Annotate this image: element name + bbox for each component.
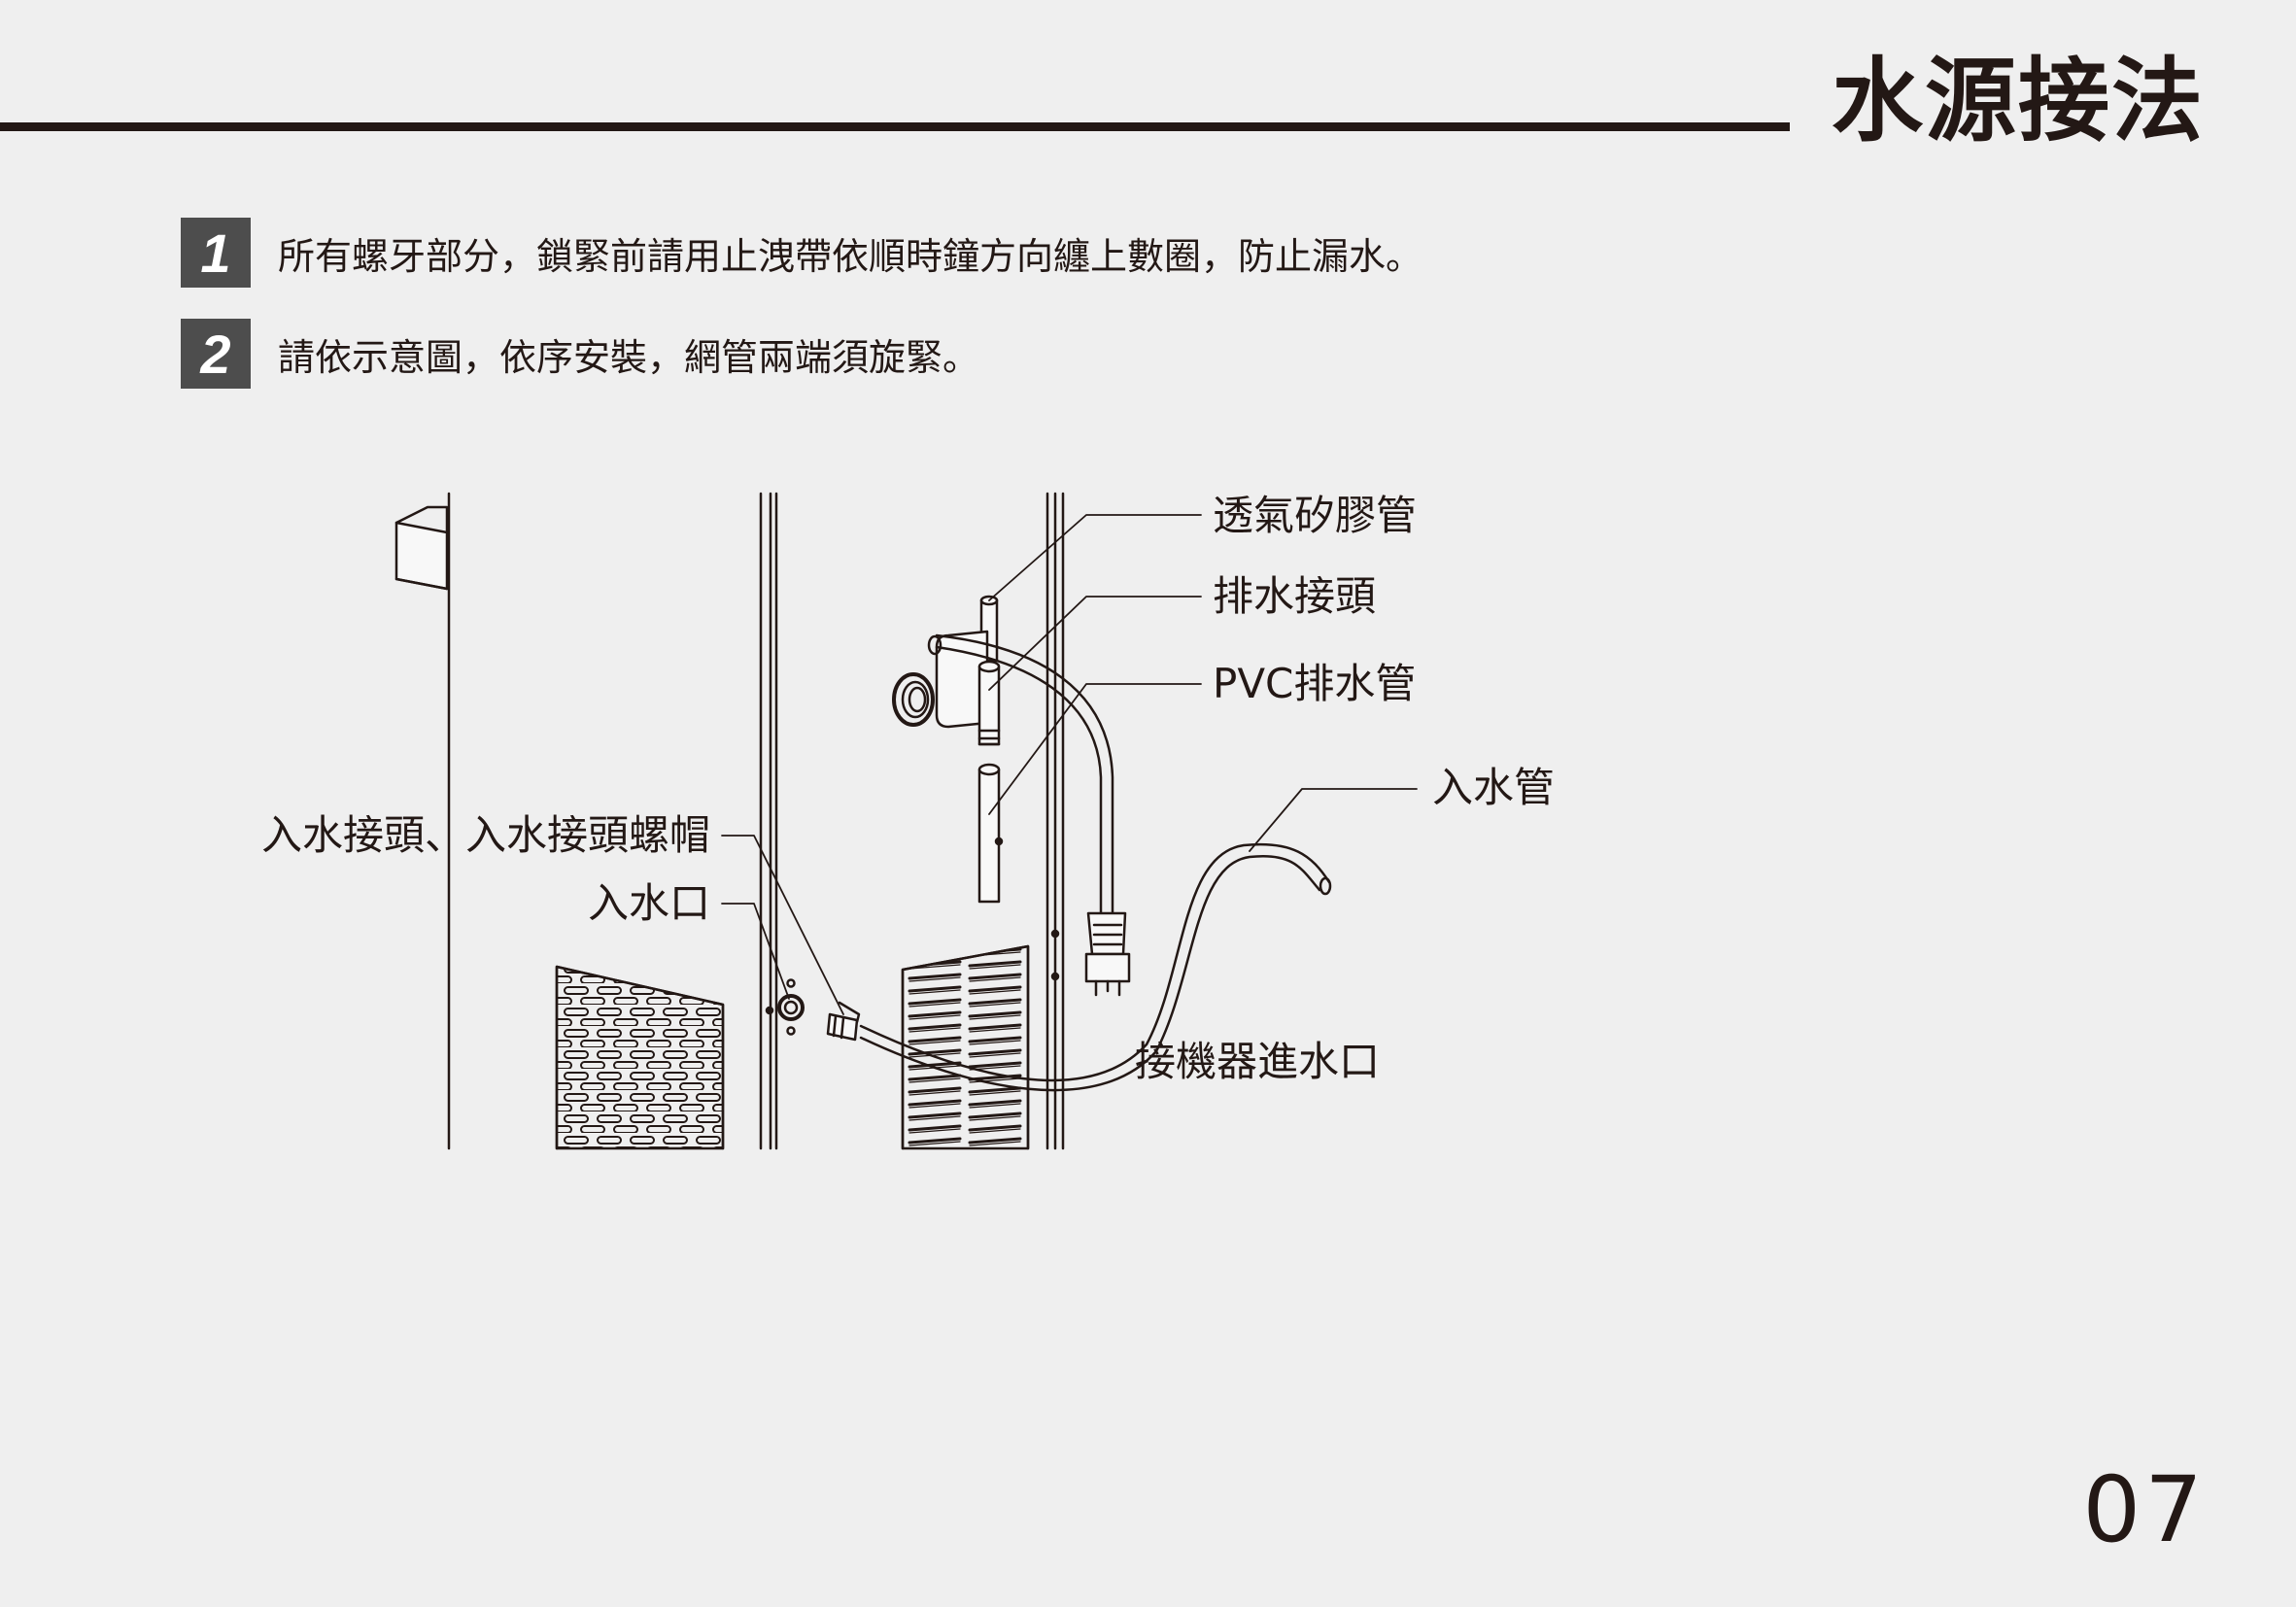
label-inlet-connector-nut: 入水接頭、入水接頭螺帽 bbox=[260, 811, 710, 859]
step-text: 請依示意圖，依序安裝，網管兩端須旋緊。 bbox=[278, 335, 980, 379]
label-pvc-drain-pipe: PVC排水管 bbox=[1213, 660, 1417, 707]
inlet-hose bbox=[859, 842, 1332, 1092]
step-2: 2 請依示意圖，依序安裝，網管兩端須旋緊。 bbox=[181, 319, 979, 389]
label-inlet-pipe: 入水管 bbox=[1432, 764, 1556, 811]
drain-ring bbox=[892, 672, 935, 727]
header-rule bbox=[0, 122, 1790, 131]
pvc-drain-pipe bbox=[977, 763, 1004, 904]
step-text: 所有螺牙部分，鎖緊前請用止洩帶依順時鐘方向纏上數圈，防止漏水。 bbox=[278, 234, 1423, 278]
step-number-badge: 1 bbox=[181, 218, 251, 288]
page-title: 水源接法 bbox=[1831, 49, 2205, 154]
label-drain-connector: 排水接頭 bbox=[1213, 572, 1377, 620]
drain-connector bbox=[935, 595, 1001, 746]
leader-lines bbox=[721, 514, 1418, 1015]
cabinet-right-posts bbox=[1045, 492, 1065, 1150]
louver-vent-panel bbox=[901, 944, 1030, 1150]
label-machine-inlet: 接機器進水口 bbox=[1135, 1038, 1381, 1085]
label-water-inlet: 入水口 bbox=[587, 879, 710, 927]
water-inlet-port bbox=[777, 978, 805, 1036]
slotted-vent-panel bbox=[555, 965, 725, 1150]
step-1: 1 所有螺牙部分，鎖緊前請用止洩帶依順時鐘方向纏上數圈，防止漏水。 bbox=[181, 218, 1422, 288]
step-number-badge: 2 bbox=[181, 319, 251, 389]
silicone-tube bbox=[927, 633, 1114, 915]
cabinet-left-side bbox=[394, 492, 451, 1150]
inlet-connector-nut bbox=[826, 1001, 861, 1042]
page-number: 07 bbox=[2082, 1457, 2207, 1563]
power-plug bbox=[1084, 911, 1131, 997]
label-silicone-tube: 透氣矽膠管 bbox=[1213, 492, 1418, 539]
cabinet-middle-posts bbox=[759, 492, 778, 1150]
